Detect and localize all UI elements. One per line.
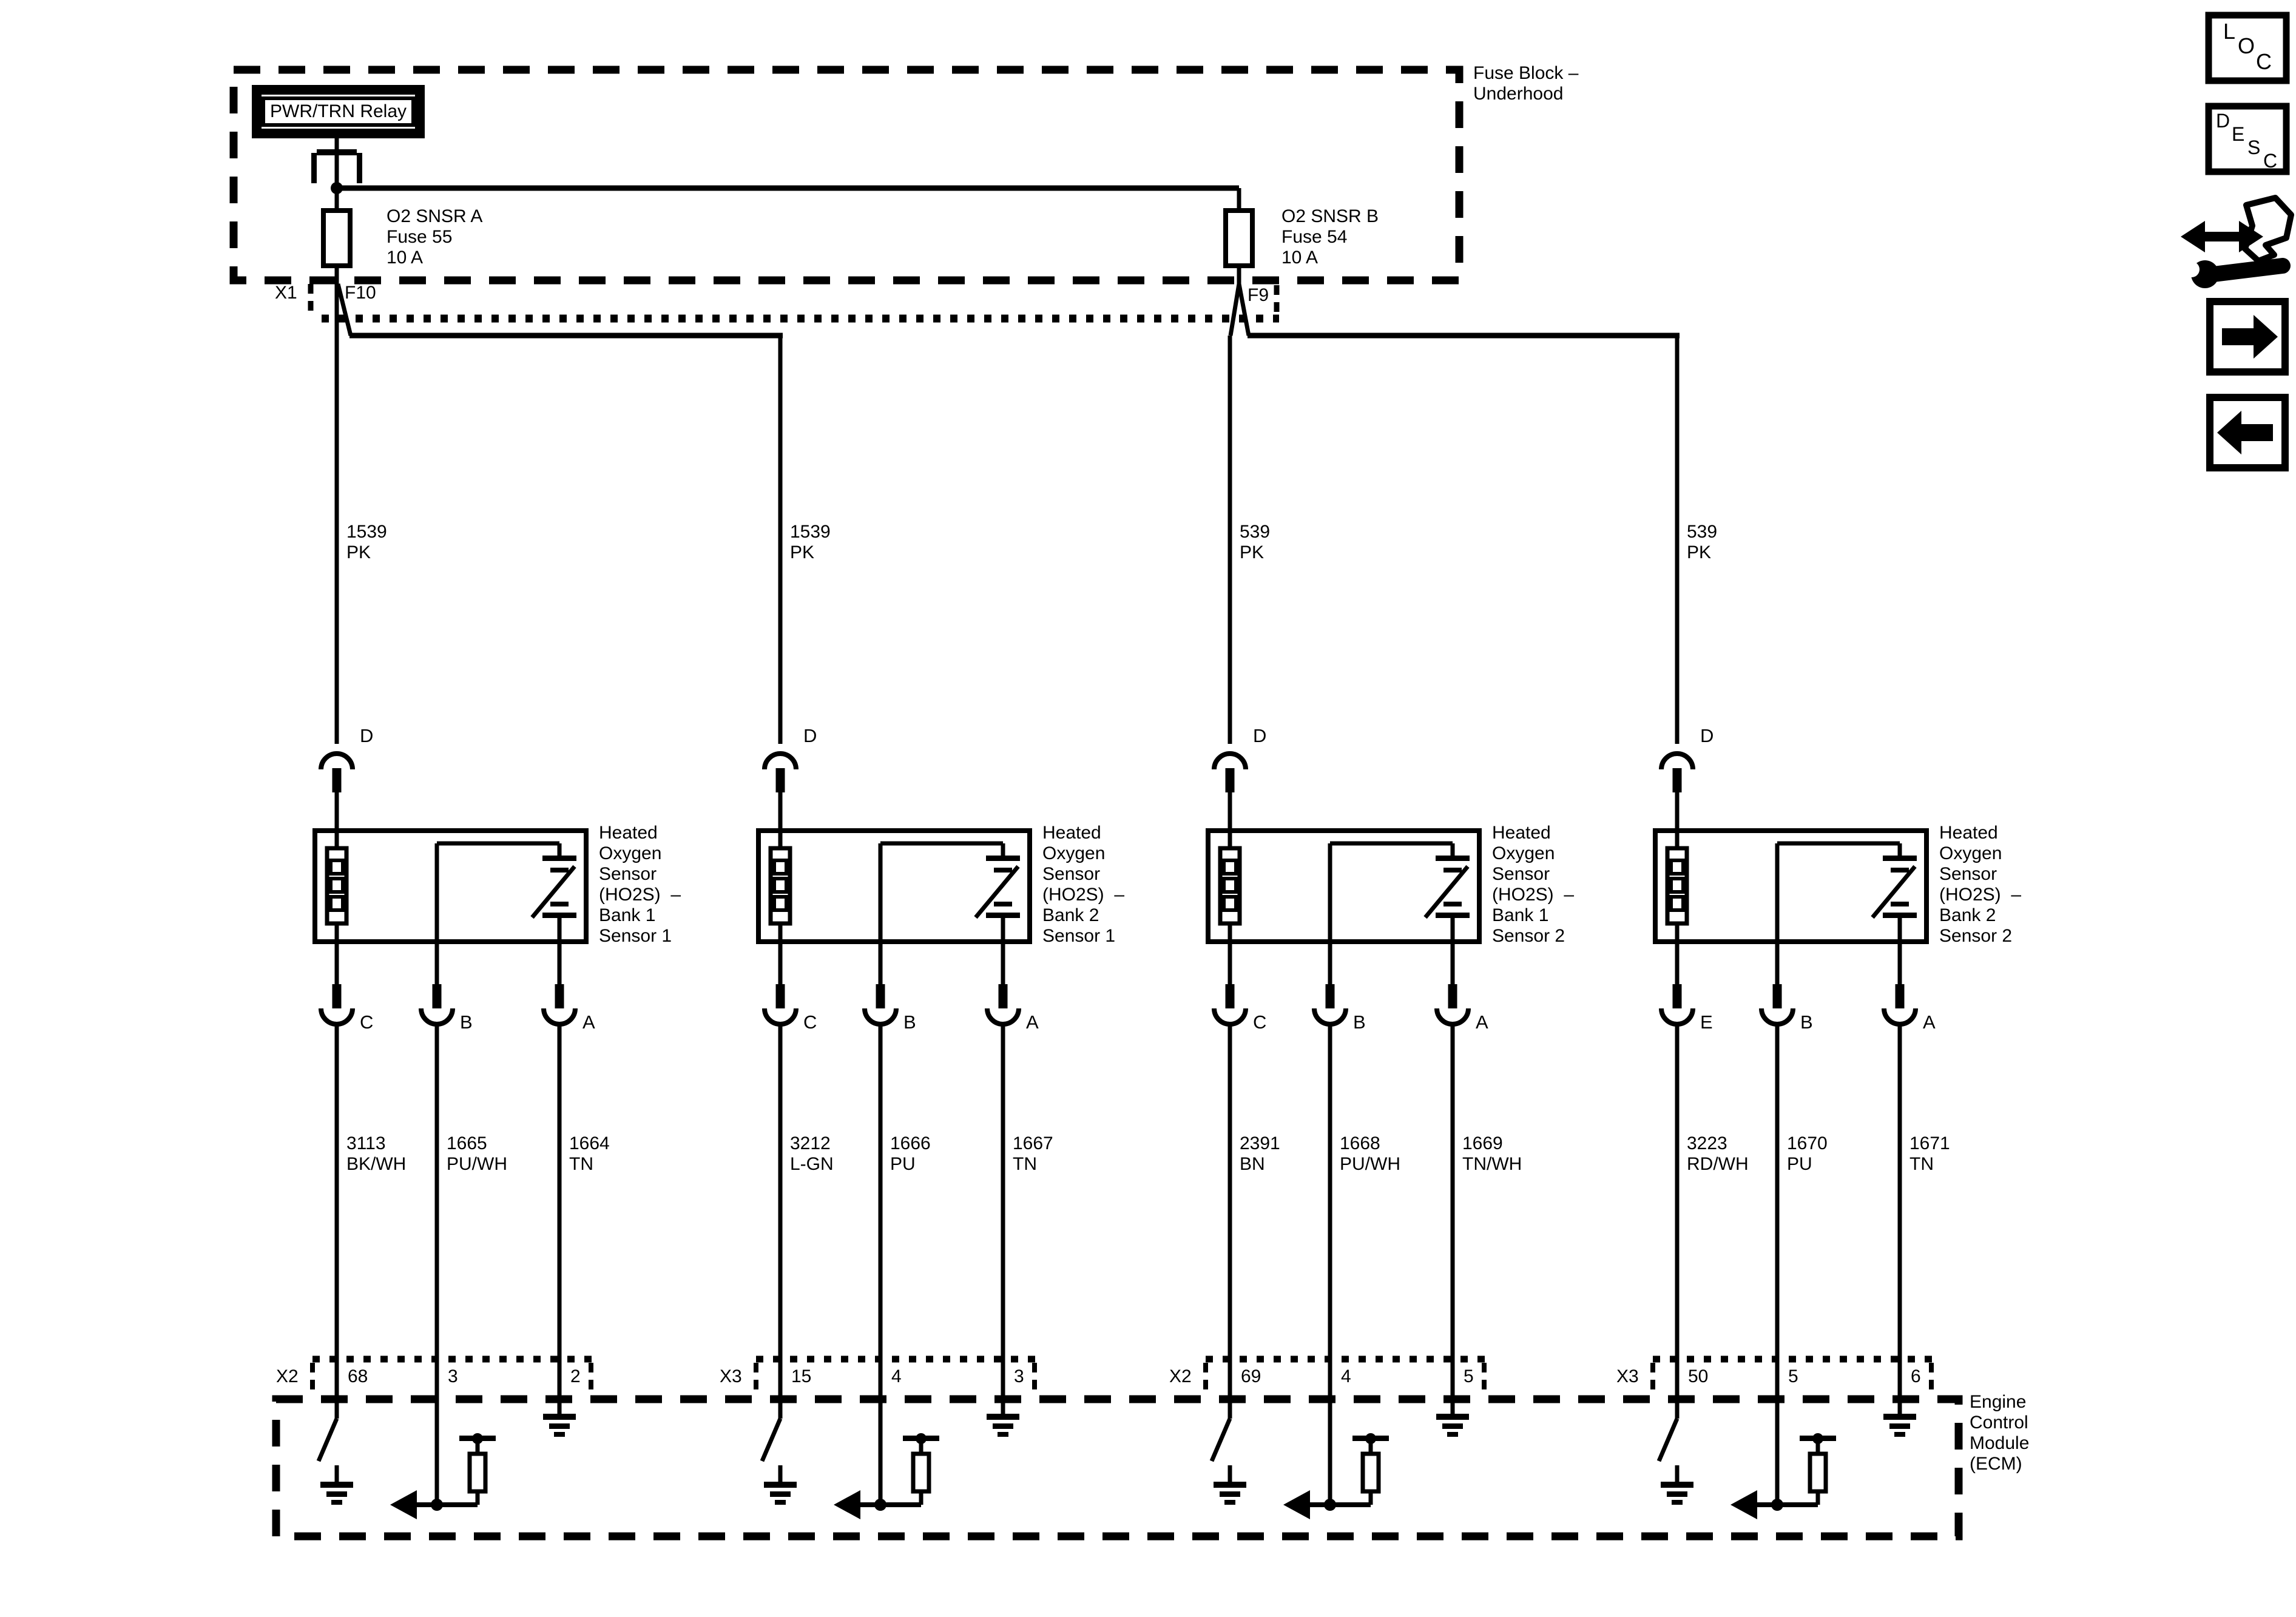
pin-label: C: [803, 1011, 817, 1033]
pin-d-label: D: [1700, 725, 1714, 746]
fuse-block-connector-label: X1: [275, 283, 297, 303]
supply-wire-label: 539 PK: [1687, 522, 1718, 562]
ecm-pin-number: 4: [1341, 1366, 1351, 1386]
wrench-navigation-icon[interactable]: [2176, 194, 2296, 291]
fuse-block-pin-f10: F10: [345, 283, 376, 303]
desc-letter: C: [2263, 150, 2278, 172]
desc-letter: E: [2232, 123, 2245, 145]
sensor-name: Heated Oxygen Sensor (HO2S) – Bank 1 Sen…: [599, 823, 681, 946]
pwr-trn-relay-box: PWR/TRN Relay: [252, 85, 425, 138]
fuse-b-label: O2 SNSR B Fuse 54 10 A: [1281, 206, 1379, 268]
loc-letter: C: [2256, 49, 2272, 74]
ecm-pin-number: 2: [570, 1366, 581, 1386]
ecm-connector-label: X3: [1616, 1366, 1639, 1386]
wrench-navigation-icon-shapes: [2181, 195, 2294, 288]
desc-button[interactable]: D E S C: [2209, 106, 2286, 172]
wire-label: 1670 PU: [1787, 1133, 1828, 1174]
loc-letter: O: [2238, 33, 2255, 58]
pin-label: B: [903, 1011, 916, 1033]
ecm-pin-number: 5: [1788, 1366, 1798, 1386]
ecm-pin-number: 69: [1241, 1366, 1261, 1386]
ecm-connector-label: X3: [720, 1366, 742, 1386]
next-arrow-glyph: [2222, 315, 2278, 359]
ecm-pin-number: 68: [348, 1366, 368, 1386]
pin-label: B: [460, 1011, 473, 1033]
sensor-name: Heated Oxygen Sensor (HO2S) – Bank 1 Sen…: [1492, 823, 1575, 946]
wire-label: 1668 PU/WH: [1340, 1133, 1400, 1174]
pin-label: A: [582, 1011, 595, 1033]
sensor-name: Heated Oxygen Sensor (HO2S) – Bank 2 Sen…: [1939, 823, 2022, 946]
pwr-trn-relay-label: PWR/TRN Relay: [262, 96, 416, 127]
desc-letter: S: [2247, 137, 2261, 158]
wire-label: 3212 L-GN: [790, 1133, 834, 1174]
fuse-block-pin-f9: F9: [1248, 285, 1269, 305]
pin-label: A: [1923, 1011, 1936, 1033]
ecm-connector-label: X2: [1169, 1366, 1192, 1386]
pin-label: C: [1253, 1011, 1267, 1033]
ecm-pin-number: 3: [448, 1366, 458, 1386]
previous-arrow-button[interactable]: [2210, 397, 2285, 468]
supply-wire-label: 539 PK: [1240, 522, 1271, 562]
wire-label: 1666 PU: [890, 1133, 931, 1174]
pin-label: B: [1800, 1011, 1813, 1033]
wire-label: 1669 TN/WH: [1462, 1133, 1522, 1174]
pin-label: A: [1476, 1011, 1488, 1033]
wire-label: 3113 BK/WH: [346, 1133, 407, 1174]
ecm-title: Engine Control Module (ECM): [1970, 1392, 2030, 1474]
wire-label: 3223 RD/WH: [1687, 1133, 1749, 1174]
desc-letter: D: [2216, 110, 2230, 132]
supply-wire-label: 1539 PK: [790, 522, 831, 562]
pin-d-label: D: [1253, 725, 1267, 746]
ecm-pin-number: 3: [1014, 1366, 1024, 1386]
wire-label: 2391 BN: [1240, 1133, 1280, 1174]
pin-label: A: [1026, 1011, 1039, 1033]
wire-label: 1664 TN: [569, 1133, 610, 1174]
fuse-block-title: Fuse Block – Underhood: [1473, 63, 1579, 104]
supply-wire-label: 1539 PK: [346, 522, 387, 562]
ecm-pin-number: 6: [1911, 1366, 1921, 1386]
pin-label: C: [360, 1011, 374, 1033]
wire-label: 1671 TN: [1909, 1133, 1950, 1174]
pin-label: E: [1700, 1011, 1713, 1033]
wire-label: 1665 PU/WH: [447, 1133, 507, 1174]
ecm-pin-number: 50: [1688, 1366, 1709, 1386]
ecm-pin-number: 15: [791, 1366, 812, 1386]
pin-d-label: D: [360, 725, 374, 746]
fuse-a-label: O2 SNSR A Fuse 55 10 A: [387, 206, 483, 268]
pin-label: B: [1353, 1011, 1366, 1033]
previous-arrow-glyph: [2217, 411, 2273, 454]
loc-letter: L: [2223, 19, 2236, 44]
sensor-name: Heated Oxygen Sensor (HO2S) – Bank 2 Sen…: [1042, 823, 1125, 946]
ecm-pin-number: 5: [1464, 1366, 1474, 1386]
pin-d-label: D: [803, 725, 817, 746]
loc-button-frame: [2205, 12, 2290, 471]
next-arrow-button[interactable]: [2210, 302, 2285, 372]
loc-button[interactable]: L O C: [2209, 15, 2286, 81]
wire-label: 1667 TN: [1013, 1133, 1053, 1174]
ecm-connector-label: X2: [276, 1366, 299, 1386]
ecm-pin-number: 4: [891, 1366, 902, 1386]
